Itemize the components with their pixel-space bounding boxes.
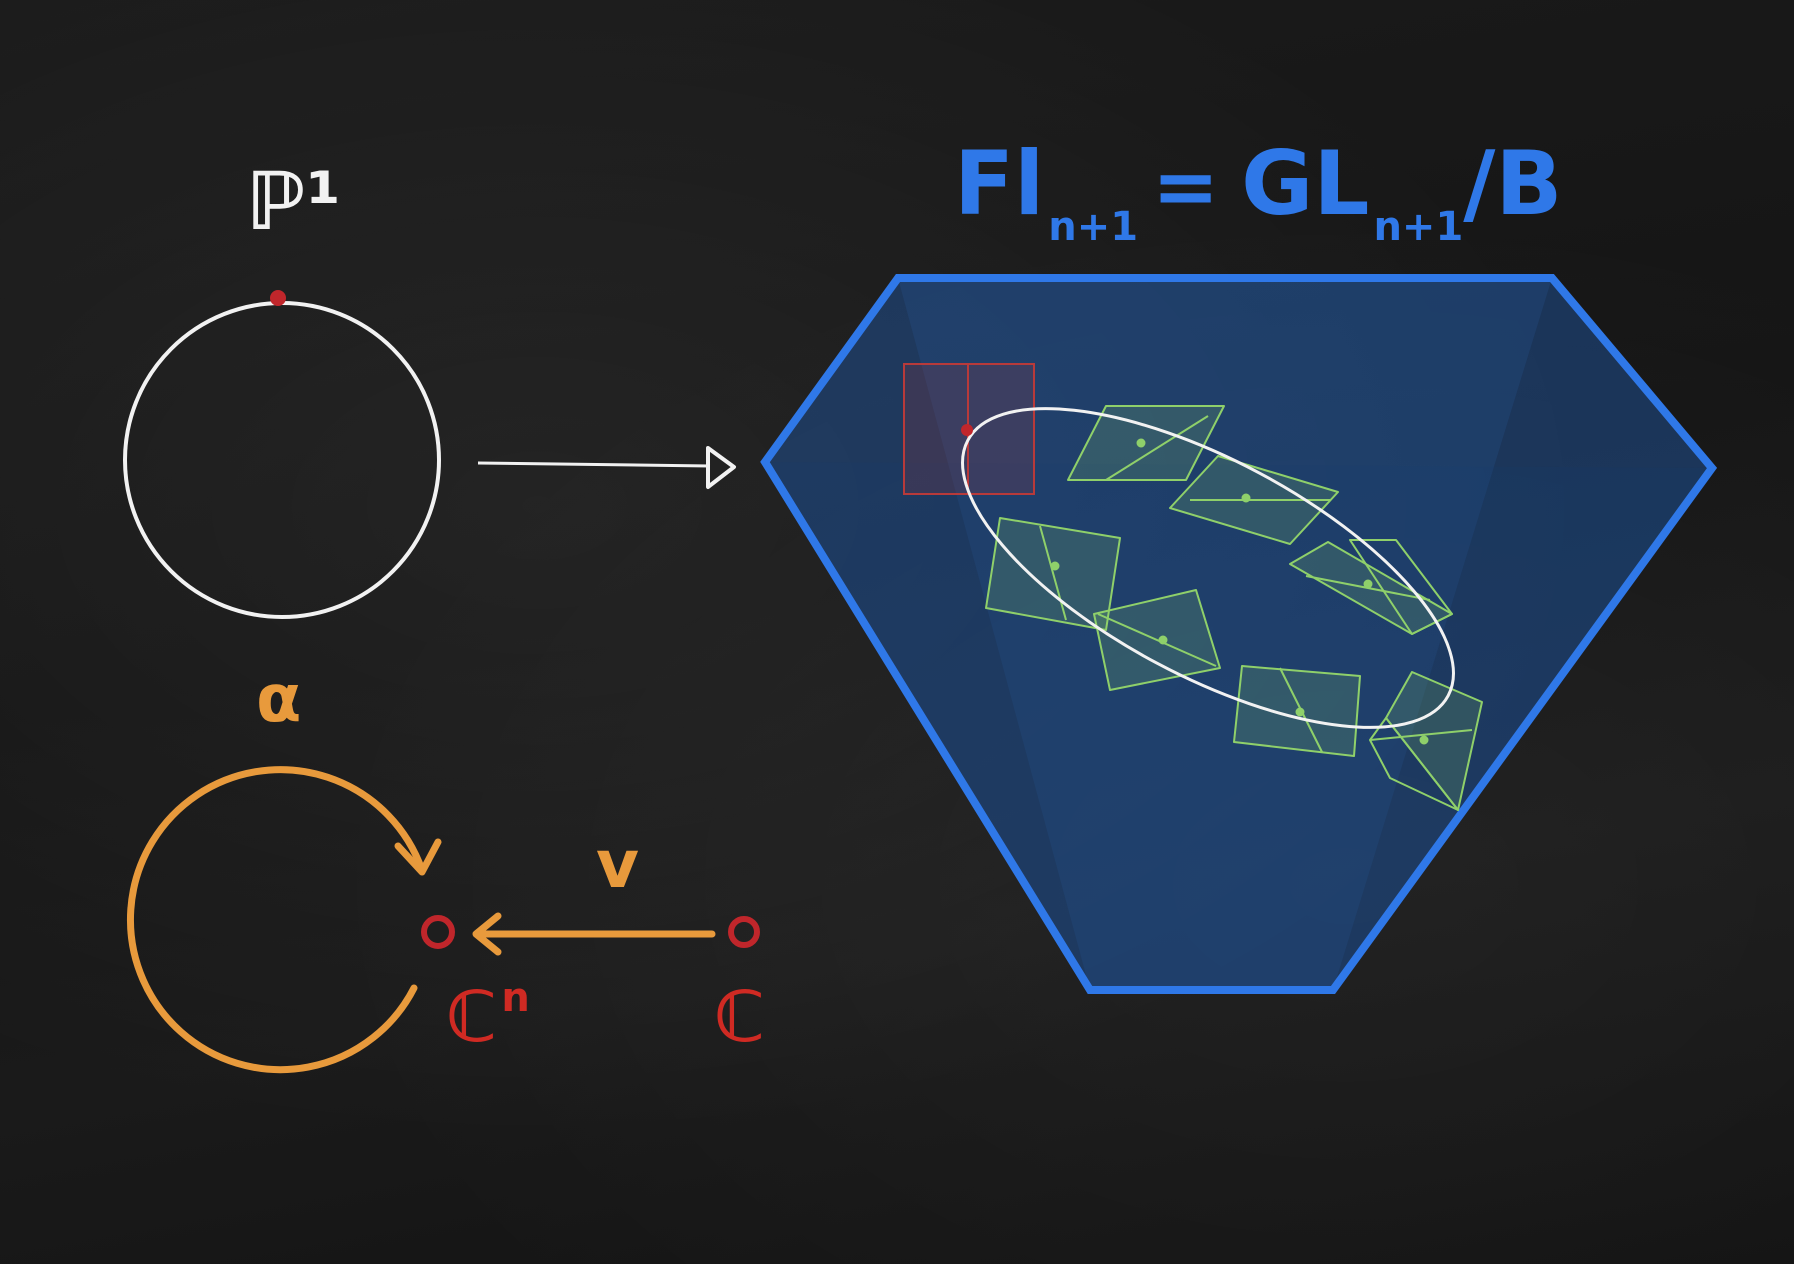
cn-base: ℂ — [446, 976, 498, 1058]
parallelogram-7 — [1369, 671, 1483, 811]
flag-equals: = — [1152, 140, 1220, 233]
parallelogram-5 — [1093, 589, 1221, 691]
map-arrow — [477, 446, 736, 489]
projective-line-circle — [123, 301, 441, 619]
c-label: ℂ — [714, 976, 766, 1058]
cn-superscript: n — [501, 975, 530, 1021]
projective-line-label: ℙ¹ — [246, 155, 342, 248]
alpha-label: α — [256, 660, 302, 737]
embedded-curve — [961, 407, 1455, 729]
parallelogram-4 — [985, 517, 1121, 631]
c-origin-marker — [728, 916, 760, 948]
flag-variety-hexagon — [760, 274, 1718, 994]
parallelogram-3 — [1289, 539, 1453, 635]
v-label: v — [596, 826, 640, 903]
cn-origin-marker — [421, 915, 455, 949]
base-point-marker — [270, 290, 286, 306]
flag-quotient: /B — [1463, 132, 1563, 235]
parallelogram-1 — [1067, 405, 1225, 481]
alpha-loop — [127, 766, 442, 1074]
flag-rhs: GL — [1241, 132, 1370, 235]
flag-parallelograms — [985, 405, 1483, 811]
flag-lhs: Fl — [954, 132, 1045, 235]
parallelogram-6 — [1233, 665, 1361, 757]
embedded-base-point — [961, 424, 973, 436]
v-arrow — [472, 912, 716, 956]
flag-lhs-subscript: n+1 — [1048, 204, 1139, 250]
flag-rhs-subscript: n+1 — [1373, 204, 1464, 250]
